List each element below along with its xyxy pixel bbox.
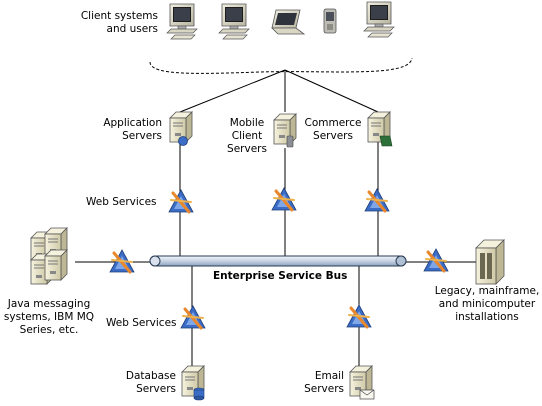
web-services-icon [270,186,298,212]
client-systems-label: Client systems and users [80,10,158,35]
mobile-client-server-icon [273,113,297,148]
legacy-server-icon [475,239,505,285]
database-servers-label: Database Servers [125,370,176,395]
application-server-icon [169,111,193,146]
java-messaging-label: Java messaging systems, IBM MQ Series, e… [3,298,95,336]
legacy-label: Legacy, mainframe, and minicomputer inst… [434,285,540,323]
desktop-computer-icon [218,3,250,40]
email-servers-label: Email Servers [304,370,344,395]
desktop-computer-icon [166,3,198,40]
enterprise-service-bus-label: Enterprise Service Bus [213,270,348,282]
laptop-icon [271,9,306,35]
mobile-client-servers-label: Mobile Client Servers [227,117,267,155]
web-services-icon [345,303,373,329]
application-servers-label: Application Servers [103,117,162,142]
web-services-icon [179,304,207,330]
web-services-bottom-label: Web Services [106,317,177,329]
commerce-servers-label: Commerce Servers [304,117,362,142]
commerce-server-icon [367,111,393,147]
desktop-computer-icon [363,1,395,38]
web-services-icon [167,188,195,214]
web-services-icon [422,247,450,273]
enterprise-service-bus [149,255,407,267]
database-server-icon [181,365,205,401]
java-messaging-server-icon [30,227,68,285]
client-cloud-boundary [149,57,413,74]
web-services-icon [108,248,136,274]
mobile-device-icon [323,8,337,34]
web-services-icon [363,187,391,213]
web-services-top-label: Web Services [86,196,157,208]
email-server-icon [349,365,375,400]
